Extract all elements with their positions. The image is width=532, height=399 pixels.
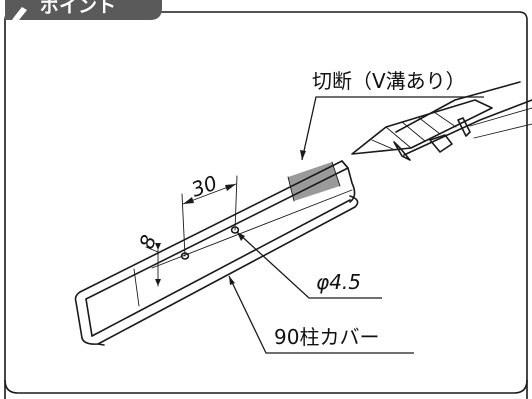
mounting-holes	[180, 226, 240, 260]
pencil-icon	[12, 7, 27, 20]
cut-zone	[288, 162, 340, 201]
frame-bottom	[4, 379, 528, 394]
dimension-spacing-label: 30	[188, 170, 220, 201]
utility-knife	[351, 81, 532, 161]
callout-part-name: 90柱カバー	[228, 275, 414, 354]
callout-cut: 切断（V溝あり）	[300, 69, 484, 161]
header-tab-label: ポイント	[40, 0, 116, 17]
callout-hole-diameter-label: φ4.5	[316, 270, 361, 294]
callout-part-name-label: 90柱カバー	[274, 325, 379, 349]
callout-cut-label: 切断（V溝あり）	[312, 69, 466, 93]
dimension-spacing: 30	[181, 170, 238, 257]
header-tab: ポイント	[5, 0, 162, 20]
header-tab-shape	[5, 0, 162, 20]
dimension-offset-label: 8	[134, 232, 161, 252]
column-cover-part	[74, 160, 359, 346]
callout-hole-diameter: φ4.5	[236, 231, 382, 299]
